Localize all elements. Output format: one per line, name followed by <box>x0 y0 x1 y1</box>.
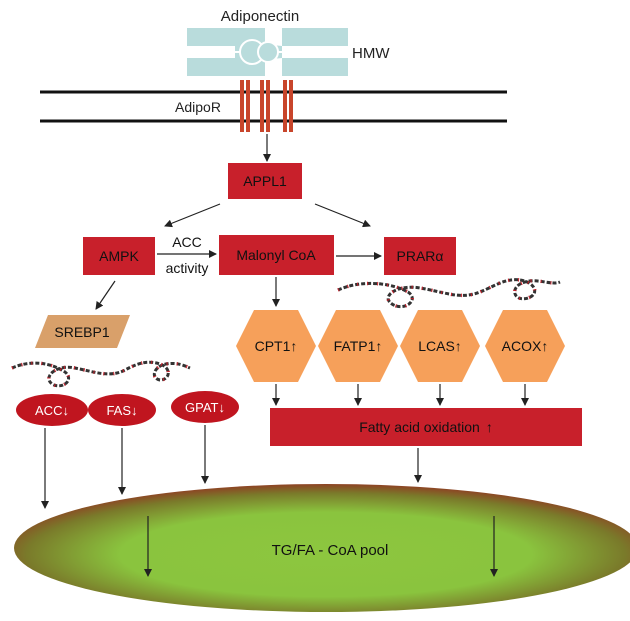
cpt1-label: CPT1 <box>255 338 291 354</box>
adiponectin-label: Adiponectin <box>221 8 299 25</box>
appl1-box <box>228 163 302 199</box>
arrow-ampk-srebp1 <box>95 280 116 310</box>
pool-label: TG/FA - CoA pool <box>272 542 389 559</box>
srebp1-label: SREBP1 <box>54 324 109 340</box>
appl1-label: APPL1 <box>243 173 287 189</box>
ampk-box <box>83 237 155 275</box>
fas-ellipse <box>88 394 156 426</box>
dna-strand-right <box>337 277 561 309</box>
adiponectin-hmw-complex <box>187 28 348 76</box>
malonyl-coa-label: Malonyl CoA <box>236 247 316 263</box>
acox-hexagon <box>485 310 565 382</box>
ampk-label: AMPK <box>99 248 139 264</box>
fatty-acid-oxidation-up-arrow: ↑ <box>486 419 493 435</box>
prar-alpha-label: PRARα <box>397 248 444 264</box>
lcas-up-arrow: ↑ <box>455 338 462 354</box>
svg-text:FAS↓: FAS↓ <box>106 403 137 418</box>
fas-down-arrow: ↓ <box>131 403 138 418</box>
lcas-label: LCAS <box>418 338 455 354</box>
gpat-label: GPAT <box>185 400 219 415</box>
svg-text:ACOX↑: ACOX↑ <box>502 338 549 354</box>
cell-membrane <box>40 90 507 123</box>
adipor-label: AdipoR <box>175 99 221 115</box>
acox-up-arrow: ↑ <box>541 338 548 354</box>
svg-text:CPT1↑: CPT1↑ <box>255 338 298 354</box>
srebp1-box <box>35 315 130 348</box>
prar-alpha-box <box>384 237 456 275</box>
acc-down-arrow: ↓ <box>62 403 69 418</box>
fatp1-label: FATP1 <box>334 338 376 354</box>
gpat-ellipse <box>171 391 239 423</box>
svg-text:GPAT↓: GPAT↓ <box>185 400 225 415</box>
fatp1-up-arrow: ↑ <box>375 338 382 354</box>
malonyl-coa-box <box>219 235 334 275</box>
svg-text:FATP1↑: FATP1↑ <box>334 338 383 354</box>
hmw-label: HMW <box>352 45 390 62</box>
acc-ellipse <box>16 394 88 426</box>
acox-label: ACOX <box>502 338 542 354</box>
arrow-appl1-prar <box>314 203 371 228</box>
cpt1-up-arrow: ↑ <box>290 338 297 354</box>
dna-strand-left <box>11 360 191 388</box>
acc-activity-label-line1: ACC <box>172 234 202 250</box>
fatty-acid-oxidation-label: Fatty acid oxidation <box>359 419 480 435</box>
fatty-acid-oxidation-box <box>270 408 582 446</box>
cpt1-hexagon <box>236 310 316 382</box>
arrow-appl1-ampk <box>164 203 221 228</box>
svg-text:LCAS↑: LCAS↑ <box>418 338 462 354</box>
svg-text:Fatty acid oxidation↑: Fatty acid oxidation ↑ <box>359 419 493 435</box>
acc-activity-label-line2: activity <box>166 260 209 276</box>
fas-label: FAS <box>106 403 131 418</box>
fatp1-hexagon <box>318 310 398 382</box>
gpat-down-arrow: ↓ <box>218 400 225 415</box>
lcas-hexagon <box>400 310 480 382</box>
svg-text:ACC↓: ACC↓ <box>35 403 69 418</box>
adipor-receptor <box>240 80 293 132</box>
acc-label: ACC <box>35 403 62 418</box>
tg-fa-coa-pool <box>14 484 630 612</box>
